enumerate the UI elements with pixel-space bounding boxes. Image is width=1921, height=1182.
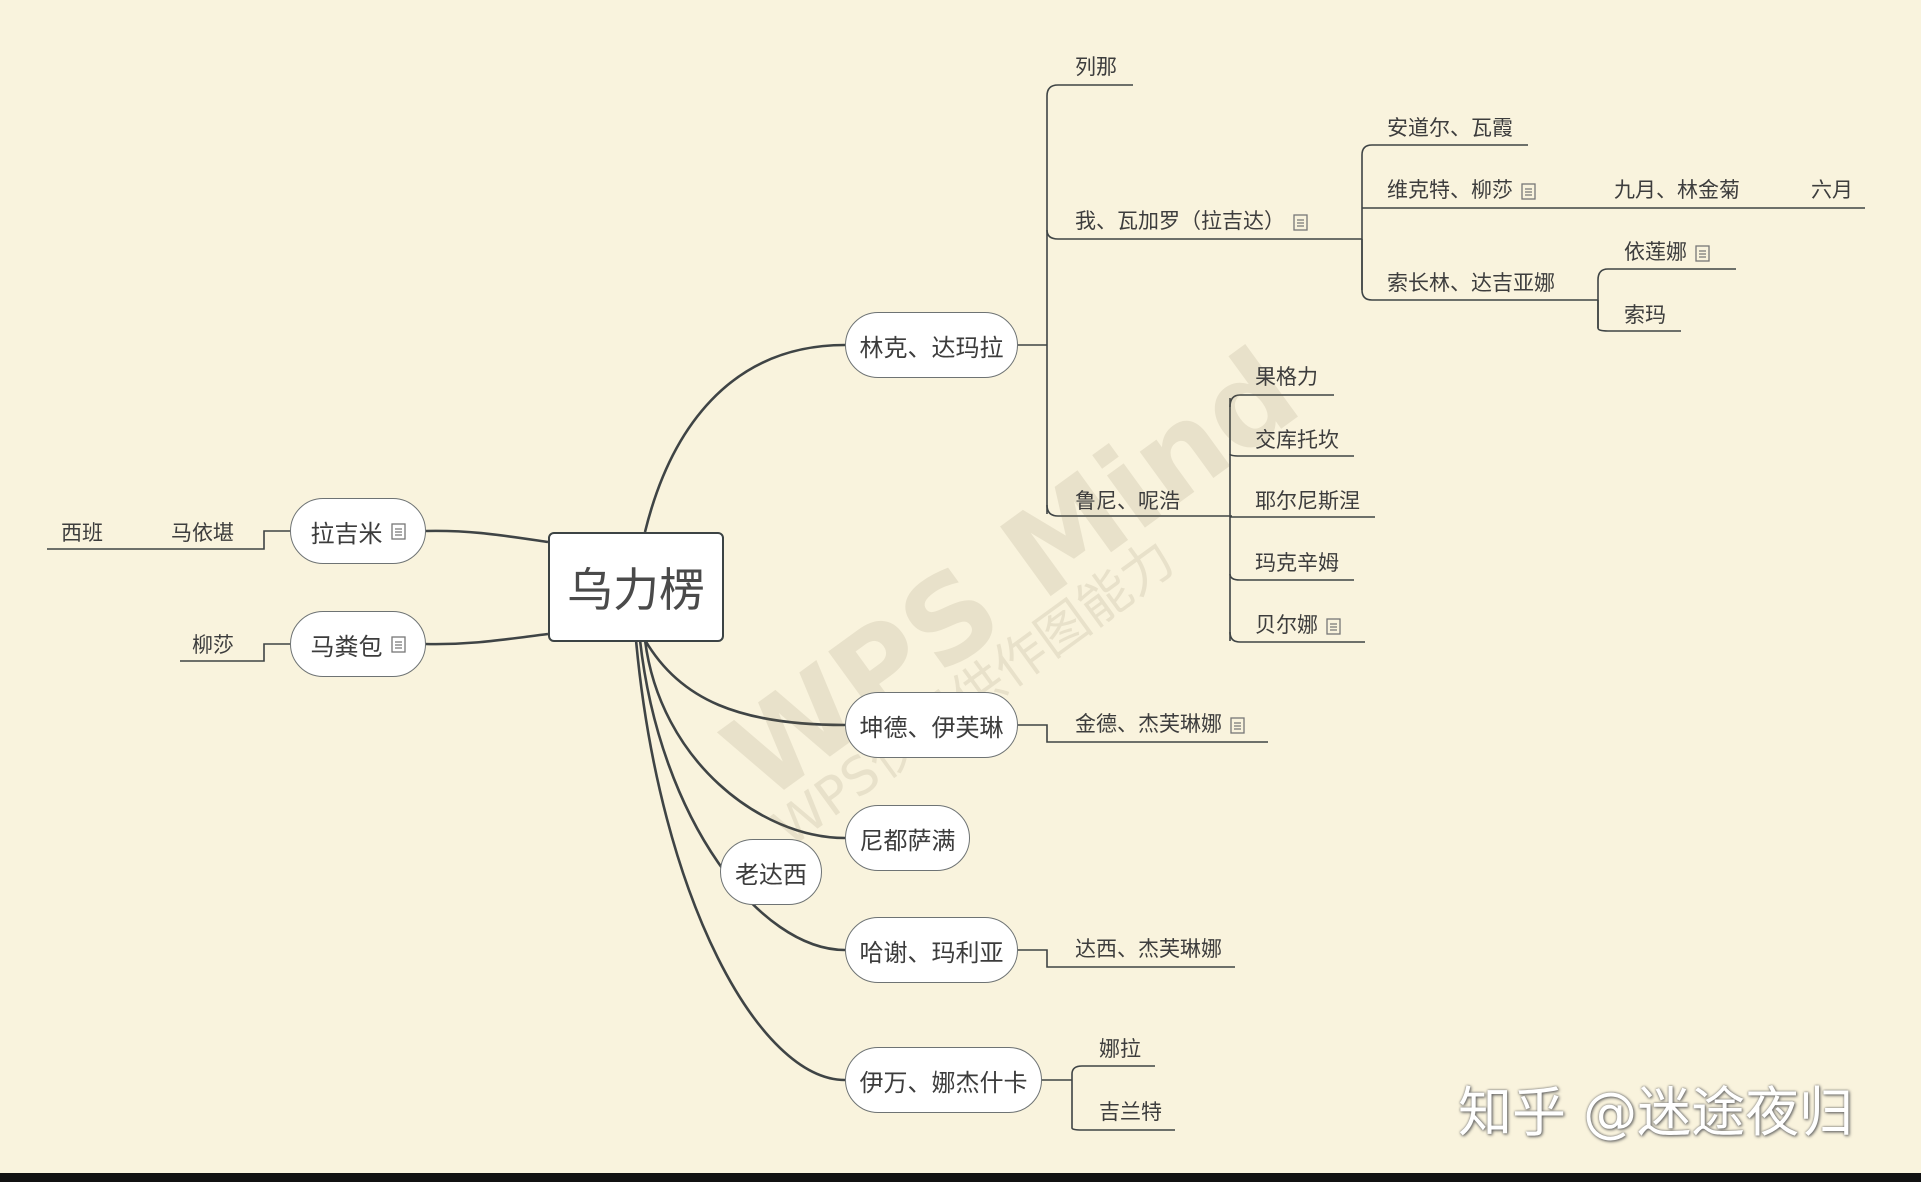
leaf-makexinmu-label: 玛克辛姆 (1255, 551, 1339, 575)
leaf-xiban[interactable]: 西班 (61, 523, 103, 544)
note-icon[interactable] (1695, 244, 1710, 262)
leaf-liuyue-label: 六月 (1811, 178, 1853, 202)
note-icon[interactable] (390, 635, 406, 653)
leaf-makexinmu[interactable]: 玛克辛姆 (1255, 553, 1339, 574)
leaf-liusha-label: 柳莎 (192, 633, 234, 657)
line-haxie (638, 639, 846, 952)
leaf-andaoer-label: 安道尔、瓦霞 (1387, 116, 1513, 140)
leaf-luni[interactable]: 鲁尼、呢浩 (1075, 491, 1180, 512)
leaf-wo-label: 我、瓦加罗（拉吉达） (1075, 209, 1285, 233)
node-lajimi[interactable]: 拉吉米 (290, 498, 426, 564)
bottom-border (0, 1173, 1921, 1182)
node-yiwan-label: 伊万、娜杰什卡 (859, 1068, 1028, 1097)
leaf-yeerni[interactable]: 耶尔尼斯涅 (1255, 491, 1360, 512)
leaf-liusha[interactable]: 柳莎 (192, 635, 234, 656)
leaf-jinde-label: 金德、杰芙琳娜 (1075, 712, 1222, 736)
node-kunde[interactable]: 坤德、伊芙琳 (845, 692, 1018, 758)
line-yiwan (634, 639, 846, 1082)
leaf-andaoer[interactable]: 安道尔、瓦霞 (1387, 118, 1513, 139)
leaf-suoma[interactable]: 索玛 (1624, 305, 1666, 326)
node-laodaxi[interactable]: 老达西 (720, 839, 822, 905)
line-mafenbao (424, 632, 549, 646)
leaf-jiaoku[interactable]: 交库托坎 (1255, 430, 1339, 451)
leaf-yilianna-label: 依莲娜 (1624, 240, 1687, 264)
note-icon[interactable] (1293, 213, 1308, 231)
leaf-yeerni-label: 耶尔尼斯涅 (1255, 489, 1360, 513)
root-label: 乌力楞 (567, 563, 705, 617)
leaf-suoma-label: 索玛 (1624, 303, 1666, 327)
node-yiwan[interactable]: 伊万、娜杰什卡 (845, 1047, 1042, 1113)
leaf-suochanglin[interactable]: 索长林、达吉亚娜 (1387, 273, 1555, 294)
node-mafenbao-label: 马粪包 (310, 632, 383, 661)
root-node[interactable]: 乌力楞 (548, 532, 724, 642)
leaf-nala-label: 娜拉 (1099, 1037, 1141, 1061)
note-icon[interactable] (1326, 617, 1341, 635)
leaf-jiuyue-label: 九月、林金菊 (1614, 178, 1740, 202)
line-kunde (643, 639, 846, 727)
leaf-jinde[interactable]: 金德、杰芙琳娜 (1075, 714, 1245, 735)
line-nidu (643, 639, 846, 840)
leaf-suochanglin-label: 索长林、达吉亚娜 (1387, 271, 1555, 295)
note-icon[interactable] (390, 522, 406, 540)
leaf-yilianna[interactable]: 依莲娜 (1624, 242, 1710, 263)
line-link (643, 343, 846, 533)
leaf-luni-label: 鲁尼、呢浩 (1075, 489, 1180, 513)
leaf-daxi[interactable]: 达西、杰芙琳娜 (1075, 939, 1222, 960)
leaf-lieyan[interactable]: 列那 (1075, 57, 1117, 78)
leaf-daxi-label: 达西、杰芙琳娜 (1075, 937, 1222, 961)
node-laodaxi-label: 老达西 (735, 860, 807, 889)
leaf-wo[interactable]: 我、瓦加罗（拉吉达） (1075, 211, 1308, 232)
node-haxie[interactable]: 哈谢、玛利亚 (845, 917, 1018, 983)
leaf-jiaoku-label: 交库托坎 (1255, 428, 1339, 452)
leaf-mayikan-label: 马依堪 (171, 521, 234, 545)
node-kunde-label: 坤德、伊芙琳 (859, 713, 1004, 742)
brand-watermark: 知乎 @迷途夜归 (1458, 1081, 1854, 1144)
leaf-jiuyue[interactable]: 九月、林金菊 (1614, 180, 1740, 201)
node-haxie-label: 哈谢、玛利亚 (859, 938, 1004, 967)
leaf-xiban-label: 西班 (61, 521, 103, 545)
leaf-beierna-label: 贝尔娜 (1255, 613, 1318, 637)
leaf-beierna[interactable]: 贝尔娜 (1255, 615, 1341, 636)
line-lajimi (424, 529, 549, 544)
leaf-guogeli-label: 果格力 (1255, 365, 1318, 389)
leaf-mayikan[interactable]: 马依堪 (171, 523, 234, 544)
note-icon[interactable] (1230, 716, 1245, 734)
node-mafenbao[interactable]: 马粪包 (290, 611, 426, 677)
sub-branch-lines (47, 84, 1865, 1131)
leaf-jilante[interactable]: 吉兰特 (1099, 1102, 1162, 1123)
leaf-guogeli[interactable]: 果格力 (1255, 367, 1318, 388)
leaf-liuyue[interactable]: 六月 (1811, 180, 1853, 201)
node-lajimi-label: 拉吉米 (310, 519, 383, 548)
node-nidu[interactable]: 尼都萨满 (845, 805, 970, 871)
main-branch-lines (424, 343, 846, 1082)
note-icon[interactable] (1521, 182, 1536, 200)
leaf-weikete[interactable]: 维克特、柳莎 (1387, 180, 1536, 201)
node-link[interactable]: 林克、达玛拉 (845, 312, 1018, 378)
node-link-label: 林克、达玛拉 (859, 333, 1004, 362)
leaf-nala[interactable]: 娜拉 (1099, 1039, 1141, 1060)
leaf-weikete-label: 维克特、柳莎 (1387, 178, 1513, 202)
leaf-jilante-label: 吉兰特 (1099, 1100, 1162, 1124)
node-nidu-label: 尼都萨满 (859, 826, 956, 855)
leaf-lieyan-label: 列那 (1075, 55, 1117, 79)
